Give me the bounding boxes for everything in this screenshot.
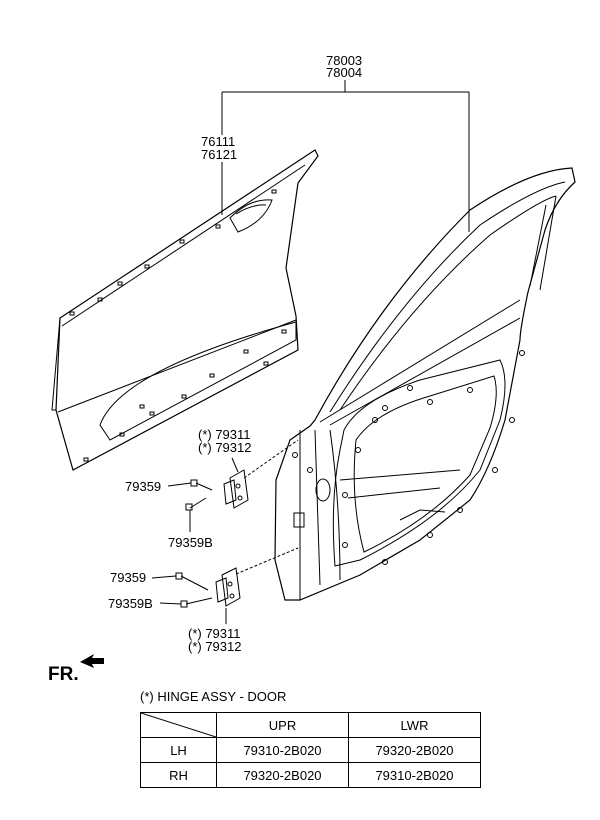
lower-hinge [215, 547, 299, 607]
table-header-lwr: LWR [348, 712, 481, 738]
table-cell-upr: 79310-2B020 [216, 737, 349, 763]
front-arrow-icon [80, 654, 104, 668]
table-corner-cell [140, 712, 217, 738]
table-row: RH 79320-2B020 79310-2B020 [140, 762, 481, 788]
table-header-upr: UPR [216, 712, 349, 738]
lower-hinge-number-79311: (*) 79311 [188, 626, 241, 641]
front-marker: FR. [48, 664, 79, 685]
lower-bolt-number: 79359 [110, 570, 147, 585]
leader-lower-bolt-b [159, 602, 182, 605]
lower-bolt-b-number: 79359B [108, 596, 153, 611]
upper-hinge-number-79312: (*) 79312 [198, 440, 252, 455]
table-header-row: UPR LWR [140, 712, 481, 738]
upper-bolt-b [185, 497, 207, 511]
table-cell-side: LH [140, 737, 217, 763]
hinge-part-table: UPR LWR LH 79310-2B020 79320-2B020 RH 79… [140, 712, 481, 788]
panel-number-76111: 76111 [201, 134, 236, 149]
lower-hinge-number-79312: (*) 79312 [188, 639, 242, 654]
leader-upper-hinge [231, 457, 239, 473]
assembly-number-78003: 78003 [326, 53, 363, 68]
upper-bolt-number: 79359 [125, 479, 162, 494]
table-cell-upr: 79320-2B020 [216, 762, 349, 788]
table-cell-side: RH [140, 762, 217, 788]
upper-bolt-b-number: 79359B [168, 535, 213, 550]
panel-number-76121: 76121 [201, 147, 238, 162]
table-cell-lwr: 79320-2B020 [348, 737, 481, 763]
leader-lower-bolt [151, 575, 177, 579]
assembly-leader [221, 80, 470, 232]
door-outer-panel [51, 149, 319, 471]
leader-upper-bolt [167, 482, 192, 487]
upper-hinge [223, 439, 299, 509]
diagonal-divider [141, 713, 216, 737]
hinge-legend-title: (*) HINGE ASSY - DOOR [140, 689, 287, 704]
upper-hinge-number-79311: (*) 79311 [198, 427, 251, 442]
assembly-number-78004: 78004 [326, 65, 363, 80]
lower-bolt-b [180, 597, 213, 608]
upper-bolt [190, 479, 213, 491]
table-cell-lwr: 79310-2B020 [348, 762, 481, 788]
table-row: LH 79310-2B020 79320-2B020 [140, 737, 481, 763]
lower-bolt [175, 572, 209, 591]
door-inner-frame [274, 167, 576, 601]
